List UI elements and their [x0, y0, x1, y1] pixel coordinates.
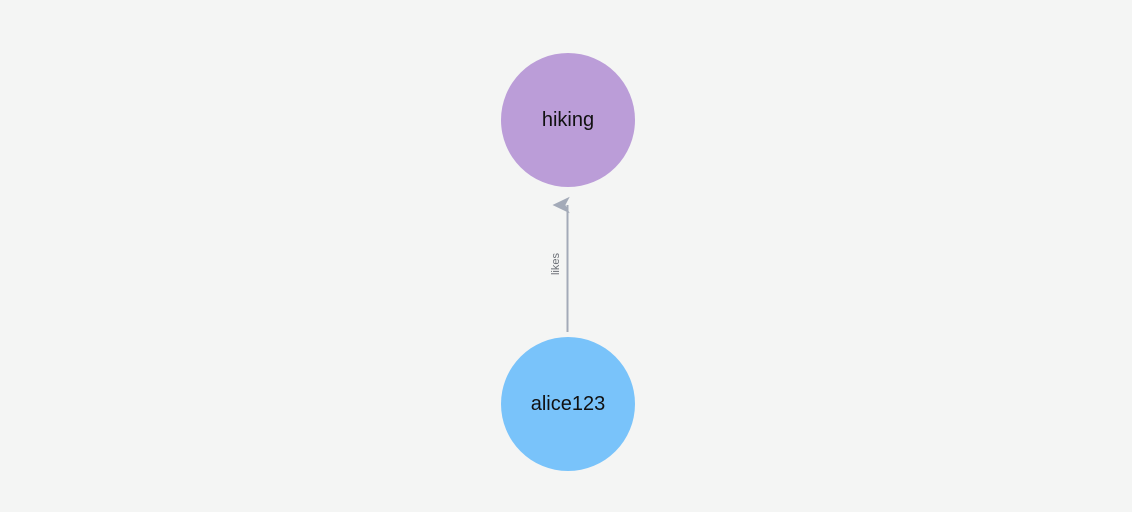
graph-node-alice123-label: alice123 [530, 393, 606, 415]
graph-node-hiking[interactable]: hiking [501, 53, 635, 187]
edge-label-likes: likes [550, 253, 562, 276]
graph-node-hiking-label: hiking [541, 109, 595, 131]
graph-node-alice123[interactable]: alice123 [501, 337, 635, 471]
